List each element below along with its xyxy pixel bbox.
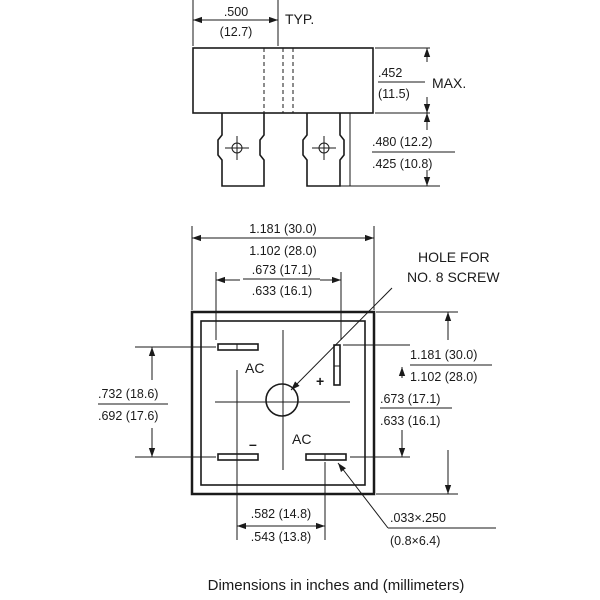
lead-length-max-text: .480 (12.2) — [372, 135, 432, 149]
body-height-mm-text: (11.5) — [378, 87, 410, 101]
top-view-body-inner — [200, 320, 366, 486]
height-max-text: 1.181 (30.0) — [410, 348, 477, 362]
left-span-min-text: .692 (17.6) — [98, 409, 158, 423]
side-view: .500 (12.7) TYP. .452 (11.5) MAX. — [192, 0, 466, 187]
top-view-body-outer — [190, 310, 376, 496]
terminal-ac-bottom — [305, 453, 347, 461]
typ-label: TYP. — [285, 11, 314, 27]
body-height-text: .452 — [378, 66, 402, 80]
typ-width-mm-text: (12.7) — [220, 25, 253, 39]
plus-label: + — [316, 373, 324, 389]
max-label: MAX. — [432, 75, 466, 91]
height-min-text: 1.102 (28.0) — [410, 370, 477, 384]
width-min-text: 1.102 (28.0) — [249, 244, 316, 258]
minus-label: – — [249, 436, 257, 452]
ac-bottom-label: AC — [292, 431, 311, 447]
terminal-ac-top — [217, 343, 259, 351]
typ-width-text: .500 — [224, 5, 248, 19]
right-span-max-text: .673 (17.1) — [380, 392, 440, 406]
hole-label-line2: NO. 8 SCREW — [407, 269, 500, 285]
right-span-min-text: .633 (16.1) — [380, 414, 440, 428]
top-view: AC + – AC HOLE FOR NO. 8 SCREW 1.181 (30… — [98, 222, 500, 548]
caption: Dimensions in inches and (millimeters) — [208, 577, 465, 594]
mounting-hole — [265, 383, 299, 417]
lead-length-min-text: .425 (10.8) — [372, 157, 432, 171]
bottom-span-max-text: .582 (14.8) — [251, 507, 311, 521]
terminal-size-mm-text: (0.8×6.4) — [390, 534, 440, 548]
lead-span-max-text: .673 (17.1) — [252, 263, 312, 277]
terminal-size-text: .033×.250 — [390, 511, 446, 525]
lead-span-min-text: .633 (16.1) — [252, 284, 312, 298]
side-view-lead-left — [217, 113, 265, 187]
hole-label-line1: HOLE FOR — [418, 249, 490, 265]
bottom-span-min-text: .543 (13.8) — [251, 530, 311, 544]
terminal-plus — [333, 344, 341, 386]
terminal-minus — [217, 453, 259, 461]
left-span-max-text: .732 (18.6) — [98, 387, 158, 401]
ac-top-label: AC — [245, 360, 264, 376]
width-max-text: 1.181 (30.0) — [249, 222, 316, 236]
side-view-lead-right — [302, 112, 351, 187]
